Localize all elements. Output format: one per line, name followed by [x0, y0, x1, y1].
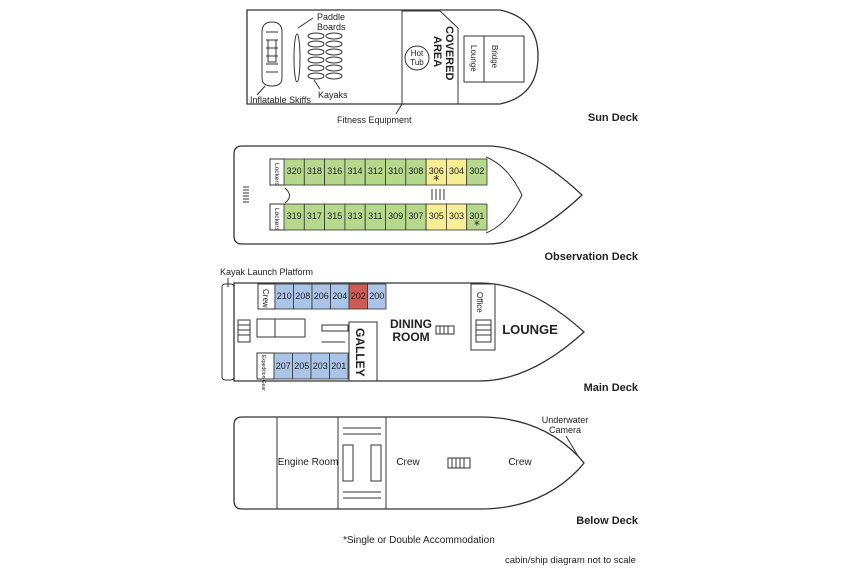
- lounge-label: Lounge: [469, 45, 478, 72]
- single-double-star-icon: *: [474, 218, 480, 232]
- lockers-bottom-label: Lockers: [273, 208, 280, 232]
- cabin-number: 306: [429, 166, 444, 176]
- bridge-label: Bridge: [490, 45, 499, 69]
- hot-tub-label-2: Tub: [410, 58, 424, 67]
- kayaks-rack: [307, 32, 343, 80]
- cabin-301: [466, 203, 488, 231]
- cabin-number: 319: [287, 211, 302, 221]
- below-deck: Engine Room Crew Crew Underwater Camera …: [233, 415, 639, 527]
- cabin-number: 210: [277, 291, 292, 301]
- office-label: Office: [475, 292, 484, 313]
- main-deck-title: Main Deck: [584, 382, 639, 394]
- covered-area-label-2: AREA: [431, 36, 443, 67]
- accommodation-footnote: *Single or Double Accommodation: [343, 535, 495, 546]
- scale-note: cabin/ship diagram not to scale: [505, 555, 636, 566]
- covered-area-outline: [401, 10, 459, 105]
- observation-deck: Lockers Lockers 320 318 316 314 312 310 308 306…: [233, 145, 639, 263]
- paddle-board: [293, 33, 301, 83]
- cabin-number: 310: [388, 166, 403, 176]
- cabin-number: 318: [307, 166, 322, 176]
- cabin-number: 207: [276, 361, 291, 371]
- main-deck: Kayak Launch Platform Crew Expedition Ge…: [220, 267, 639, 394]
- cabin-number: 302: [469, 166, 484, 176]
- covered-area-label-1: COVERED: [443, 26, 455, 80]
- expedition-gear-label: Expedition Gear: [260, 355, 266, 391]
- office-block: [470, 283, 496, 351]
- main-forward-stairs: [475, 319, 492, 343]
- cabin-200: [367, 283, 387, 310]
- cabin-number: 313: [348, 211, 363, 221]
- paddle-boards-label-1: Paddle: [317, 12, 345, 22]
- sun-deck: Hot Tub COVERED AREA Lounge Bridge Paddl…: [246, 9, 639, 125]
- below-crew-left-label: Crew: [396, 457, 420, 468]
- cabin-number: 315: [327, 211, 342, 221]
- underwater-camera-label-2: Camera: [549, 425, 581, 435]
- below-deck-hull: [233, 416, 585, 510]
- main-aft-stairs: [237, 319, 251, 343]
- main-crew-label: Crew: [261, 289, 270, 308]
- kayaks-label: Kayaks: [318, 90, 348, 100]
- dining-room-label-2: ROOM: [392, 330, 429, 344]
- engine-room-label: Engine Room: [278, 457, 339, 468]
- cabin-number: 202: [351, 291, 366, 301]
- sun-deck-title: Sun Deck: [588, 112, 639, 124]
- cabin-number: 301: [469, 211, 484, 221]
- cabin-number: 206: [314, 291, 329, 301]
- cabin-number: 308: [408, 166, 423, 176]
- cabin-number: 309: [388, 211, 403, 221]
- observation-deck-title: Observation Deck: [544, 251, 638, 263]
- below-stairs: [447, 457, 471, 469]
- cabin-number: 320: [287, 166, 302, 176]
- kayak-launch-label: Kayak Launch Platform: [220, 267, 313, 277]
- inflatable-skiff: [261, 21, 283, 87]
- cabin-number: 303: [449, 211, 464, 221]
- cabin-302: [466, 158, 488, 186]
- cabin-number: 204: [332, 291, 347, 301]
- below-deck-title: Below Deck: [576, 515, 639, 527]
- paddle-boards-label-2: Boards: [317, 22, 346, 32]
- cabin-number: 307: [408, 211, 423, 221]
- galley-label: GALLEY: [353, 328, 367, 377]
- cabin-number: 203: [313, 361, 328, 371]
- cabin-number: 314: [348, 166, 363, 176]
- underwater-camera-label-1: Underwater: [542, 415, 589, 425]
- cabin-number: 205: [294, 361, 309, 371]
- main-aft-lobby: [256, 318, 306, 338]
- kayak-launch-platform: [221, 283, 235, 381]
- cabin-number: 317: [307, 211, 322, 221]
- fitness-equipment-label: Fitness Equipment: [337, 115, 412, 125]
- cabin-number: 312: [368, 166, 383, 176]
- observation-top-cabins: 320 318 316 314 312 310 308 306* 304 302: [283, 158, 488, 187]
- cabin-number: 305: [429, 211, 444, 221]
- dining-room-label-1: DINING: [390, 317, 432, 331]
- lockers-top-label: Lockers: [273, 163, 280, 187]
- cabin-number: 208: [295, 291, 310, 301]
- hot-tub: [404, 45, 430, 71]
- observation-stairs: [243, 186, 249, 203]
- cabin-number: 311: [368, 211, 382, 221]
- observation-corridor-stairs: [431, 189, 445, 200]
- below-crew-right-label: Crew: [508, 457, 532, 468]
- cabin-number: 316: [327, 166, 342, 176]
- cabin-number: 200: [369, 291, 384, 301]
- single-double-star-icon: *: [433, 173, 439, 187]
- galley-room: [348, 321, 378, 382]
- skiff-engine: [267, 39, 277, 63]
- main-lounge-label: LOUNGE: [502, 322, 558, 337]
- cabin-number: 304: [449, 166, 464, 176]
- hot-tub-label-1: Hot: [411, 49, 424, 58]
- observation-bottom-cabins: 319 317 315 313 311 309 307 305 303 301*: [283, 203, 488, 232]
- cabin-201: [329, 352, 349, 380]
- cabin-number: 201: [331, 361, 346, 371]
- bridge-lounge-block: [463, 35, 525, 83]
- main-dining-stairs: [435, 325, 455, 335]
- inflatable-skiffs-label: Inflatable Skiffs: [250, 95, 311, 105]
